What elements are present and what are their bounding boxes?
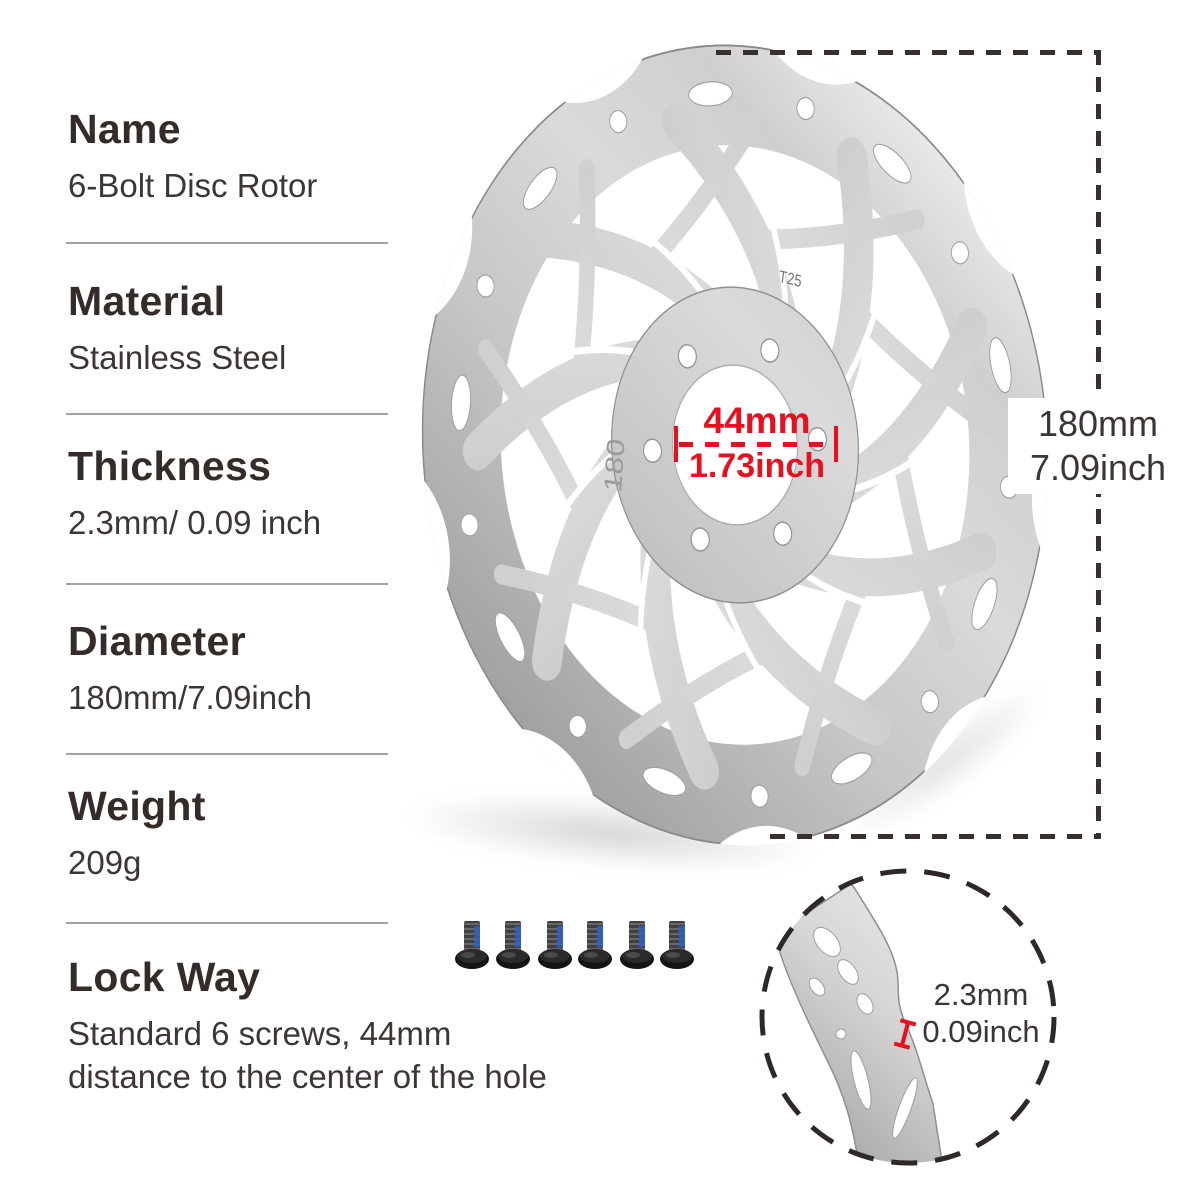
spec-value-thickness: 2.3mm/ 0.09 inch [68, 504, 322, 541]
outer-diameter-label: 180mm 7.09inch [1008, 398, 1188, 494]
spec-value-lockway-line2: distance to the center of the hole [68, 1058, 547, 1095]
mounting-screws-image [454, 920, 695, 970]
thickness-zoom-inset: 2.3mm 0.09inch [759, 868, 1057, 1166]
outer-diameter-mm: 180mm [1037, 403, 1159, 444]
spec-value-lockway-line1: Standard 6 screws, 44mm [68, 1015, 452, 1052]
thickness-mm-label: 2.3mm [934, 977, 1029, 1012]
spec-value-name: 6-Bolt Disc Rotor [68, 167, 318, 204]
spec-label-name: Name [68, 106, 181, 152]
spec-label-material: Material [68, 278, 226, 324]
thickness-marker [893, 1018, 917, 1050]
bolt-circle-mm-label: 44mm [703, 400, 811, 441]
bolt-circle-tick-left [674, 426, 678, 462]
spec-value-material: Stainless Steel [68, 339, 287, 376]
spec-row-weight: Weight 209g [68, 782, 206, 884]
divider [66, 242, 388, 244]
thickness-inch-label: 0.09inch [922, 1014, 1039, 1049]
spec-value-weight: 209g [68, 844, 142, 881]
spec-row-lockway: Lock Way Standard 6 screws, 44mm distanc… [68, 953, 668, 1098]
divider [66, 583, 388, 585]
bolt-circle-inch-label: 1.73inch [688, 447, 826, 485]
divider [66, 753, 388, 755]
rotor-image: 180 T25 [405, 38, 1061, 858]
diameter-bracket-top [716, 50, 1100, 55]
spec-value-diameter: 180mm/7.09inch [68, 679, 312, 716]
spec-label-lockway: Lock Way [68, 954, 261, 1000]
spec-label-diameter: Diameter [68, 618, 246, 664]
spec-label-weight: Weight [68, 783, 206, 829]
spec-row-diameter: Diameter 180mm/7.09inch [68, 617, 312, 719]
outer-diameter-inch: 7.09inch [1029, 447, 1167, 488]
divider [66, 922, 388, 924]
spec-label-thickness: Thickness [68, 443, 272, 489]
spec-value-lockway: Standard 6 screws, 44mm distance to the … [68, 1012, 668, 1098]
divider [66, 413, 388, 415]
rotor-size-engraving: 180 [599, 437, 630, 494]
spec-row-name: Name 6-Bolt Disc Rotor [68, 105, 317, 207]
bolt-circle-tick-right [834, 426, 838, 462]
bolt-circle-dashed-line [679, 442, 835, 447]
spec-row-material: Material Stainless Steel [68, 277, 286, 379]
diameter-bracket-bottom [770, 834, 1100, 839]
zoom-callout-circle [759, 868, 1057, 1166]
spec-row-thickness: Thickness 2.3mm/ 0.09 inch [68, 442, 321, 544]
